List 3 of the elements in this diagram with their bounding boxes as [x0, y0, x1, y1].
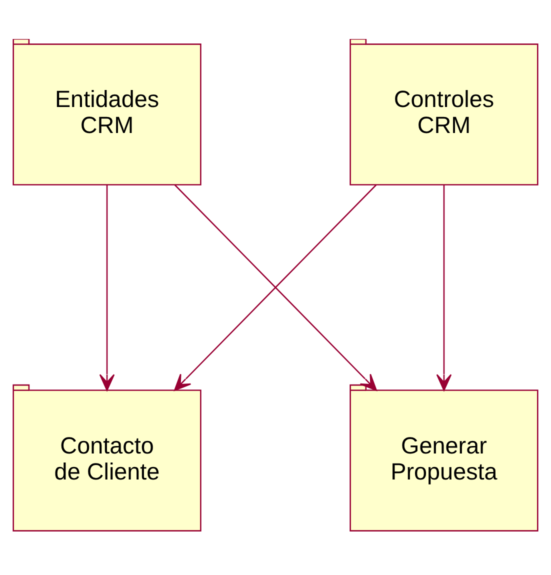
arrow	[99, 184, 115, 391]
arrow	[174, 184, 377, 391]
arrow	[436, 184, 452, 391]
